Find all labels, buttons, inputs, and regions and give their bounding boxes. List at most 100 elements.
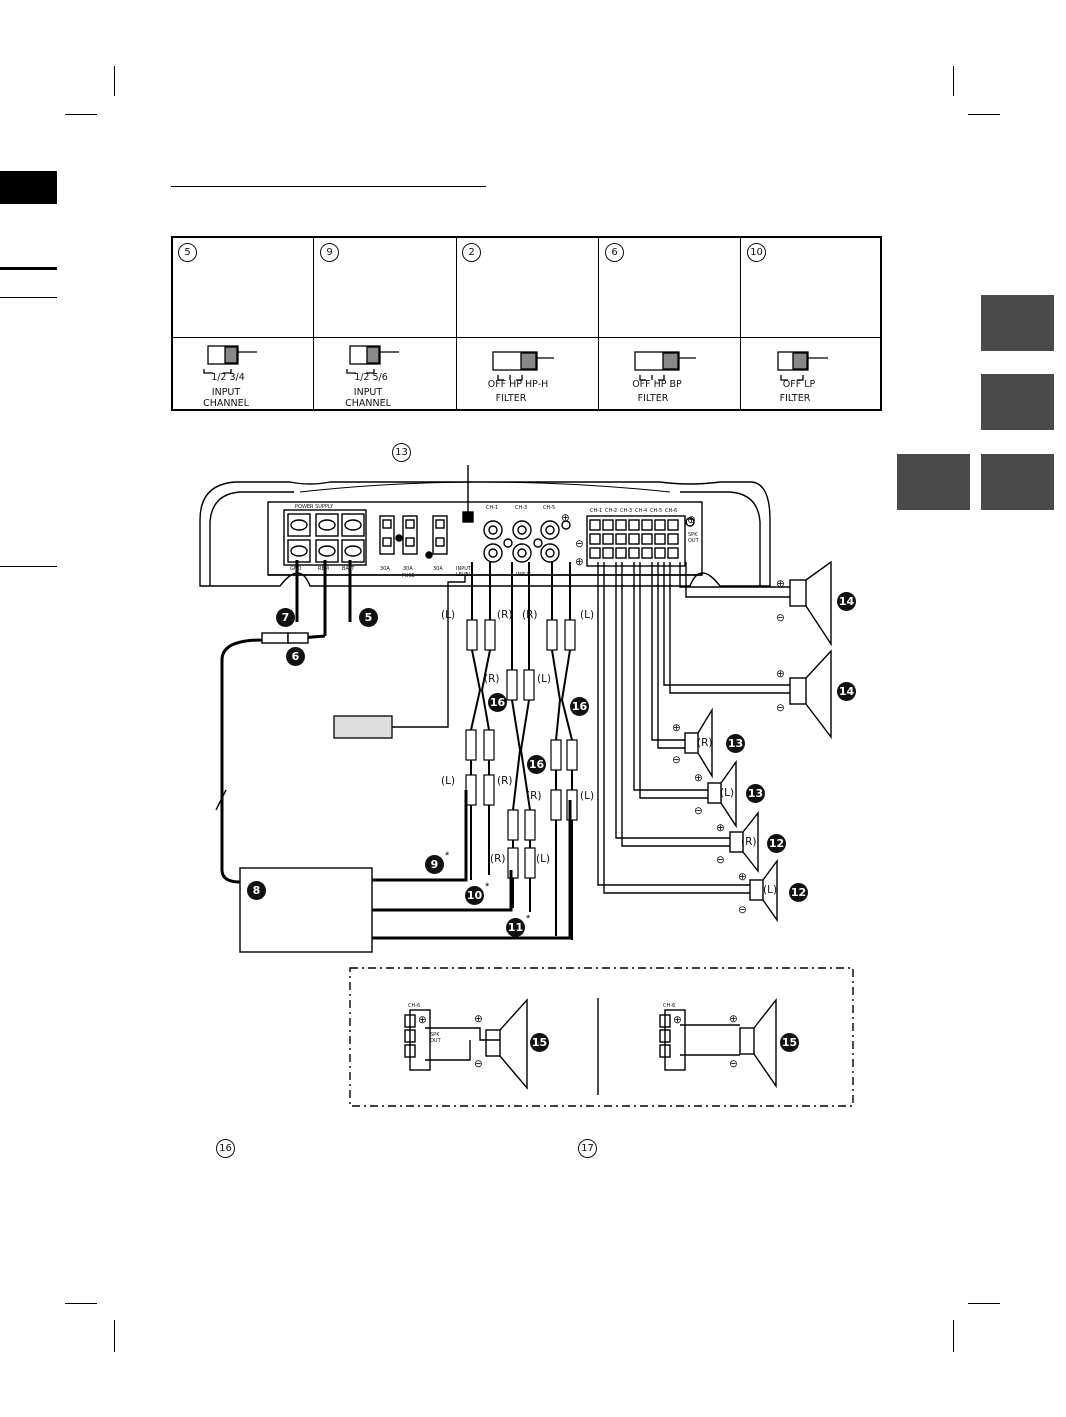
- label-L-ch5: (L): [580, 609, 595, 621]
- note-star-10: *: [485, 881, 490, 893]
- label-fuse-2: 30A: [403, 566, 413, 572]
- label-L-spk12: (L): [763, 884, 778, 896]
- label-spk-ch5: CH-5: [650, 508, 663, 514]
- switch-caption-2: FILTER: [495, 393, 527, 404]
- marker-13-top: 13: [392, 443, 411, 462]
- marker-13-a: 13: [726, 734, 745, 753]
- marker-7: 7: [276, 608, 295, 627]
- label-L-mid2: (L): [580, 790, 595, 802]
- marker-13-b: 13: [746, 784, 765, 803]
- label-R-ch3: (R): [484, 673, 500, 685]
- polarity-minus: ⊖: [776, 702, 785, 714]
- label-bridged-ch6-right: CH-6: [663, 1003, 676, 1009]
- polarity-plus: ⊕: [561, 512, 570, 524]
- label-spk-ch4: CH-4: [635, 508, 648, 514]
- section-tab: [981, 295, 1054, 351]
- label-ch1: CH-1: [486, 505, 499, 511]
- marker-11-rca: 11: [506, 918, 525, 937]
- marker-16-footnote: 16: [216, 1139, 235, 1158]
- marker-8: 8: [247, 881, 266, 900]
- margin-rule: [0, 297, 57, 298]
- polarity-plus: ⊕: [729, 1013, 738, 1025]
- switch-positions-6: OFF HP BP: [632, 379, 682, 390]
- polarity-plus: ⊕: [673, 1014, 682, 1026]
- marker-6: 6: [605, 243, 624, 262]
- label-spk-ch6: CH-6: [665, 508, 678, 514]
- polarity-plus: ⊕: [575, 556, 584, 568]
- table-divider: [598, 236, 599, 411]
- crop-mark: [968, 114, 1000, 115]
- switch-settings-table: [171, 236, 882, 411]
- polarity-plus: ⊕: [687, 514, 696, 526]
- marker-9-rca: 9: [425, 855, 444, 874]
- language-tab-active: [0, 171, 57, 204]
- marker-10-rca: 10: [465, 886, 484, 905]
- label-rem: REM: [318, 566, 329, 572]
- switch-caption-5-line2: CHANNEL: [203, 398, 249, 409]
- label-spk-ch1: CH-1: [590, 508, 603, 514]
- marker-2: 2: [462, 243, 481, 262]
- label-R-mid: (R): [497, 775, 513, 787]
- label-input: INPUT: [516, 572, 531, 578]
- switch-caption-5-line1: INPUT: [211, 387, 241, 398]
- crop-mark: [65, 114, 97, 115]
- table-divider: [740, 236, 741, 411]
- switch-caption-9-line2: CHANNEL: [345, 398, 391, 409]
- marker-10: 10: [747, 243, 766, 262]
- label-gnd: GND: [290, 566, 302, 572]
- polarity-plus: ⊕: [738, 871, 747, 883]
- label-spk-ch2: CH-2: [605, 508, 618, 514]
- table-divider: [313, 236, 314, 411]
- label-fuse-1: 30A: [380, 566, 390, 572]
- note-star-9: *: [445, 850, 450, 862]
- polarity-minus: ⊖: [672, 754, 681, 766]
- marker-5: 5: [178, 243, 197, 262]
- crop-mark: [65, 1303, 97, 1304]
- marker-15-b: 15: [780, 1033, 799, 1052]
- label-L-ch3: (L): [537, 673, 552, 685]
- marker-16-c: 16: [527, 755, 546, 774]
- polarity-minus: ⊖: [716, 854, 725, 866]
- label-R-ch1: (R): [497, 609, 513, 621]
- section-tab: [981, 374, 1054, 430]
- section-tab: [981, 454, 1054, 510]
- marker-14-b: 14: [837, 682, 856, 701]
- polarity-minus: ⊖: [474, 1058, 483, 1070]
- switch-positions-5: 1/2 3/4: [211, 372, 245, 383]
- marker-14-a: 14: [837, 592, 856, 611]
- crop-mark: [114, 66, 115, 96]
- section-tab: [897, 454, 970, 510]
- marker-6-fuse: 6: [286, 647, 305, 666]
- marker-9: 9: [320, 243, 339, 262]
- crop-mark: [953, 1320, 954, 1352]
- note-star-11: *: [526, 913, 531, 925]
- label-fuse: FUSE: [402, 573, 415, 579]
- label-L-ch1: (L): [441, 609, 456, 621]
- label-R-low: (R): [490, 853, 506, 865]
- label-batt: BATT: [342, 566, 355, 572]
- polarity-plus: ⊕: [694, 772, 703, 784]
- label-R-ch5: (R): [522, 609, 538, 621]
- switch-graphics: [203, 345, 828, 381]
- marker-12-b: 12: [789, 883, 808, 902]
- crop-mark: [953, 66, 954, 96]
- polarity-minus: ⊖: [575, 538, 584, 550]
- label-L-mid: (L): [441, 775, 456, 787]
- label-spk-out: SPK OUT: [688, 532, 699, 544]
- crop-mark: [968, 1303, 1000, 1304]
- crop-mark: [114, 1320, 115, 1352]
- switch-positions-2: OFF HP HP-H: [487, 379, 549, 390]
- polarity-plus: ⊕: [672, 722, 681, 734]
- label-power-supply: POWER SUPPLY: [295, 504, 334, 510]
- label-bridged-spk-out: SPK OUT: [430, 1032, 441, 1044]
- table-divider: [456, 236, 457, 411]
- marker-17-footnote: 17: [578, 1139, 597, 1158]
- margin-rule: [0, 267, 57, 270]
- label-ch3: CH-3: [515, 505, 528, 511]
- marker-12-a: 12: [767, 834, 786, 853]
- label-R-spk12: (R): [741, 836, 757, 848]
- label-R-spk13: (R): [697, 737, 713, 749]
- marker-5-battery: 5: [359, 608, 378, 627]
- label-L-spk13: (L): [720, 787, 735, 799]
- switch-caption-9-line1: INPUT: [353, 387, 383, 398]
